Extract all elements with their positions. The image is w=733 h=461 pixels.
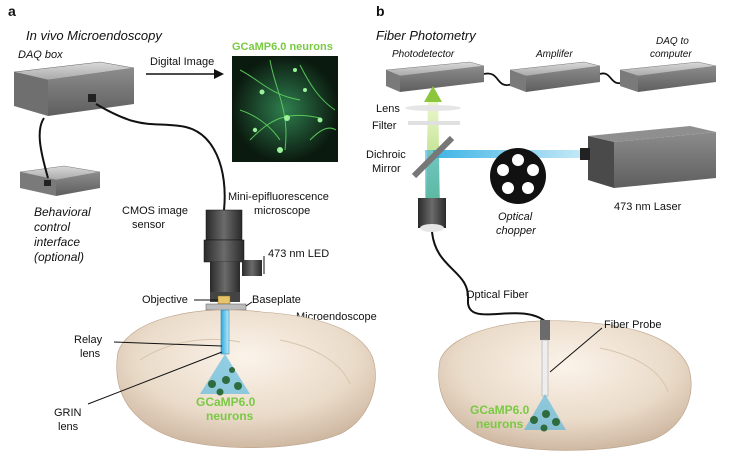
- gcamp-neuron-image: [232, 56, 338, 162]
- daq-box: [13, 61, 135, 116]
- svg-text:Behavioral: Behavioral: [34, 205, 91, 219]
- laser-label: 473 nm Laser: [614, 201, 682, 213]
- amplifier-box: [509, 61, 601, 92]
- grin-label-1: GRIN: [54, 407, 82, 419]
- neurons-b-label-2: neurons: [476, 417, 524, 431]
- dichroic-mirror: [411, 135, 455, 179]
- neurons-b-label-1: GCaMP6.0: [470, 403, 530, 417]
- panel-b-title: Fiber Photometry: [376, 28, 477, 43]
- svg-text:interface: interface: [34, 235, 80, 249]
- digital-image-label: Digital Image: [150, 56, 214, 68]
- daq-box-label: DAQ box: [18, 49, 63, 61]
- daq-to-label-2: computer: [650, 49, 692, 60]
- dichroic-label-2: Mirror: [372, 163, 401, 175]
- panel-a-title: In vivo Microendoscopy: [26, 28, 163, 43]
- behavioral-interface-box: [19, 165, 101, 196]
- mini-epi-label-1: Mini-epifluorescence: [228, 191, 329, 203]
- filter-label: Filter: [372, 120, 397, 132]
- relay-label-2: lens: [80, 348, 101, 360]
- neurons-a-label-1: GCaMP6.0: [196, 395, 256, 409]
- gcamp-image-title: GCaMP6.0 neurons: [232, 41, 333, 53]
- chopper-label-1: Optical: [498, 211, 533, 223]
- lens-label: Lens: [376, 103, 400, 115]
- chopper-label-2: chopper: [496, 225, 537, 237]
- photodetector-label: Photodetector: [392, 49, 455, 60]
- neuron-cluster-b: [524, 394, 566, 432]
- neuron-cluster-a: [200, 354, 250, 396]
- relay-grin-lens: [220, 309, 230, 355]
- objective-label: Objective: [142, 294, 188, 306]
- optical-fiber: [431, 231, 547, 323]
- mini-epifluorescence-microscope: [203, 209, 262, 311]
- green-arrow-head: [424, 86, 442, 102]
- digital-image-arrow: [146, 69, 224, 79]
- panel-b-letter: b: [376, 3, 385, 19]
- laser-box: [580, 126, 716, 188]
- svg-text:control: control: [34, 220, 70, 234]
- brain-b: [438, 320, 692, 451]
- lens-element: [405, 105, 461, 111]
- mini-epi-label-2: microscope: [254, 205, 310, 217]
- behavioral-label: Behavioral control interface (optional): [34, 205, 91, 264]
- svg-text:(optional): (optional): [34, 250, 84, 264]
- optical-fiber-label: Optical Fiber: [466, 289, 529, 301]
- dichroic-label-1: Dichroic: [366, 149, 406, 161]
- led-label: 473 nm LED: [268, 248, 329, 260]
- daq-to-label-1: DAQ to: [656, 36, 689, 47]
- photodetector-box: [385, 61, 485, 92]
- daq-computer-box: [619, 61, 717, 92]
- fiber-probe-label: Fiber Probe: [604, 319, 661, 331]
- relay-label-1: Relay: [74, 334, 103, 346]
- fiber-coupler: [418, 198, 446, 232]
- daq-microscope-cable: [95, 103, 226, 211]
- baseplate-label: Baseplate: [252, 294, 301, 306]
- neurons-a-label-2: neurons: [206, 409, 254, 423]
- cmos-label-2: sensor: [132, 219, 165, 231]
- grin-label-2: lens: [58, 421, 79, 433]
- brain-a: [116, 309, 376, 448]
- fiber-probe-ferrule: [540, 320, 550, 340]
- filter-element: [408, 121, 460, 125]
- fiber-probe: [541, 339, 549, 397]
- optical-chopper: [490, 148, 546, 204]
- cmos-label-1: CMOS image: [122, 205, 188, 217]
- amplifier-label: Amplifer: [535, 49, 573, 60]
- panel-a-letter: a: [8, 3, 16, 19]
- behavioral-cable: [38, 117, 49, 179]
